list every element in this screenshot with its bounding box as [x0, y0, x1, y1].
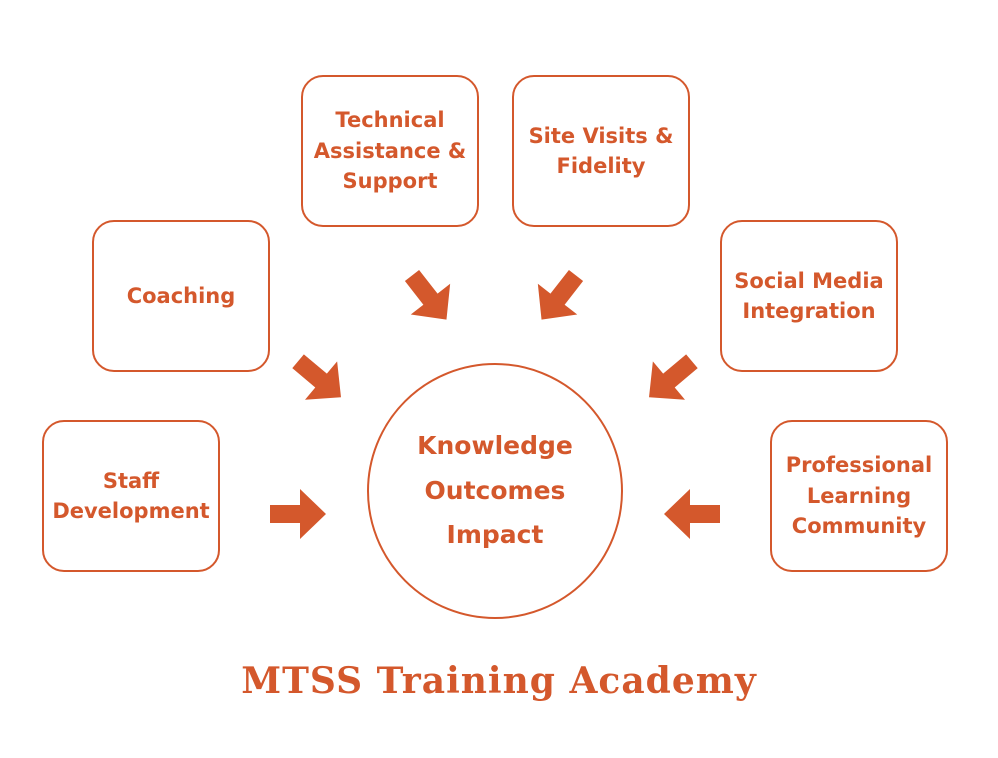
- center-line-impact: Impact: [446, 520, 544, 550]
- node-social-media-label: Social Media Integration: [734, 268, 884, 323]
- node-site-visits: Site Visits & Fidelity: [512, 75, 690, 227]
- arrow-from-site-visits: [521, 260, 596, 336]
- node-site-visits-label: Site Visits & Fidelity: [528, 123, 674, 178]
- node-social-media: Social Media Integration: [720, 220, 898, 372]
- arrow-from-technical-assistance: [392, 260, 467, 336]
- footer-title: MTSS Training Academy: [241, 660, 757, 702]
- center-line-outcomes: Outcomes: [424, 475, 566, 505]
- node-technical-assistance-label: Technical Assistance & Support: [313, 108, 467, 194]
- center-circle: Knowledge Outcomes Impact: [367, 363, 623, 619]
- node-plc-label: Professional Learning Community: [785, 453, 933, 539]
- arrow-from-coaching: [282, 342, 358, 417]
- arrow-from-plc: [664, 489, 720, 539]
- node-coaching-label: Coaching: [126, 283, 236, 308]
- node-plc: Professional Learning Community: [770, 420, 948, 572]
- node-staff-development: Staff Development: [42, 420, 220, 572]
- center-line-knowledge: Knowledge: [417, 431, 573, 461]
- arrow-from-social-media: [632, 342, 708, 417]
- arrow-from-staff-development: [270, 489, 326, 539]
- node-technical-assistance: Technical Assistance & Support: [301, 75, 479, 227]
- node-coaching: Coaching: [92, 220, 270, 372]
- node-staff-development-label: Staff Development: [52, 468, 210, 523]
